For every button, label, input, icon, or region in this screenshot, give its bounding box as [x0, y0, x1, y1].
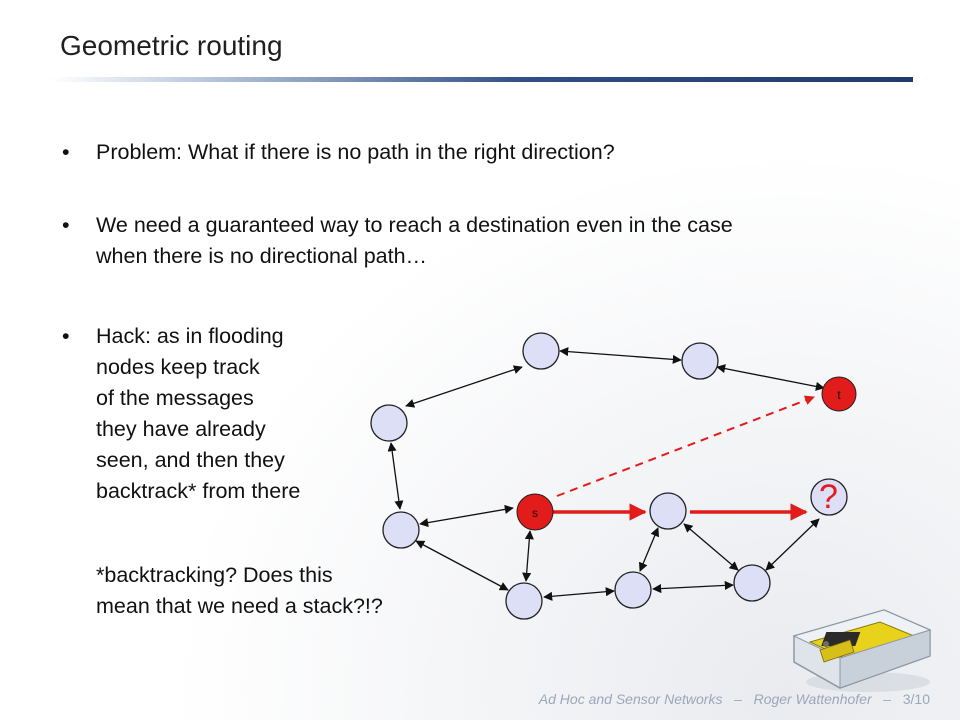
node: [649, 492, 687, 530]
bullet-text-line: when there is no directional path…: [96, 244, 428, 268]
slide-footer: Ad Hoc and Sensor Networks – Roger Watte…: [539, 691, 930, 707]
edge: [652, 580, 734, 594]
source-label: s: [532, 506, 538, 520]
edge: [559, 347, 682, 364]
bullet-text-line: Problem: What if there is no path in the…: [96, 140, 615, 164]
edge: [765, 518, 820, 571]
edge: [543, 587, 615, 601]
source-node: [516, 493, 554, 531]
edge: [387, 442, 404, 510]
greedy-route: [553, 395, 815, 521]
footer-author: Roger Wattenhofer: [753, 691, 872, 707]
edge: [716, 364, 825, 391]
node: [382, 511, 420, 549]
bullet-dot: •: [62, 324, 70, 348]
question-mark: ?: [819, 478, 838, 516]
target-label: t: [837, 388, 841, 402]
backtracking-note: *backtracking? Does this mean that we ne…: [96, 560, 383, 622]
edge: [683, 523, 739, 571]
node: [522, 332, 560, 370]
dashed-direction-edge: [556, 395, 815, 497]
bullet-text-line: Hack: as in flooding: [96, 324, 284, 348]
edge: [405, 365, 523, 408]
footer-separator: –: [883, 691, 892, 707]
edge: [638, 527, 660, 572]
title-underline: [50, 77, 913, 82]
edge: [419, 504, 514, 528]
node: [733, 564, 771, 602]
footer-separator: –: [734, 691, 742, 707]
slide-title: Geometric routing: [60, 30, 283, 61]
sensor-node-device-image: [792, 609, 932, 692]
bullet-dot: •: [62, 140, 70, 164]
bullet-text-line: seen, and then they: [96, 448, 285, 472]
bullet-text-line: We need a guaranteed way to reach a dest…: [96, 213, 733, 237]
note-line: mean that we need a stack?!?: [96, 594, 383, 618]
node: [681, 342, 719, 380]
bullet-text-line: nodes keep track: [96, 355, 260, 379]
bullet-text-line: backtrack* from there: [96, 479, 301, 503]
bullet-text-line: they have already: [96, 417, 266, 441]
edge: [415, 540, 509, 591]
note-line: *backtracking? Does this: [96, 563, 333, 587]
target-node: [821, 376, 857, 412]
bullet-text-line: of the messages: [96, 386, 254, 410]
footer-page-number: 3/10: [902, 691, 930, 707]
footer-course: Ad Hoc and Sensor Networks: [538, 691, 723, 707]
node: [810, 478, 848, 516]
node: [370, 404, 408, 442]
edge: [522, 530, 534, 582]
node: [614, 571, 652, 609]
bullet-dot: •: [62, 213, 70, 237]
network-nodes: [370, 332, 857, 620]
node: [505, 582, 543, 620]
network-edges: [387, 347, 825, 601]
